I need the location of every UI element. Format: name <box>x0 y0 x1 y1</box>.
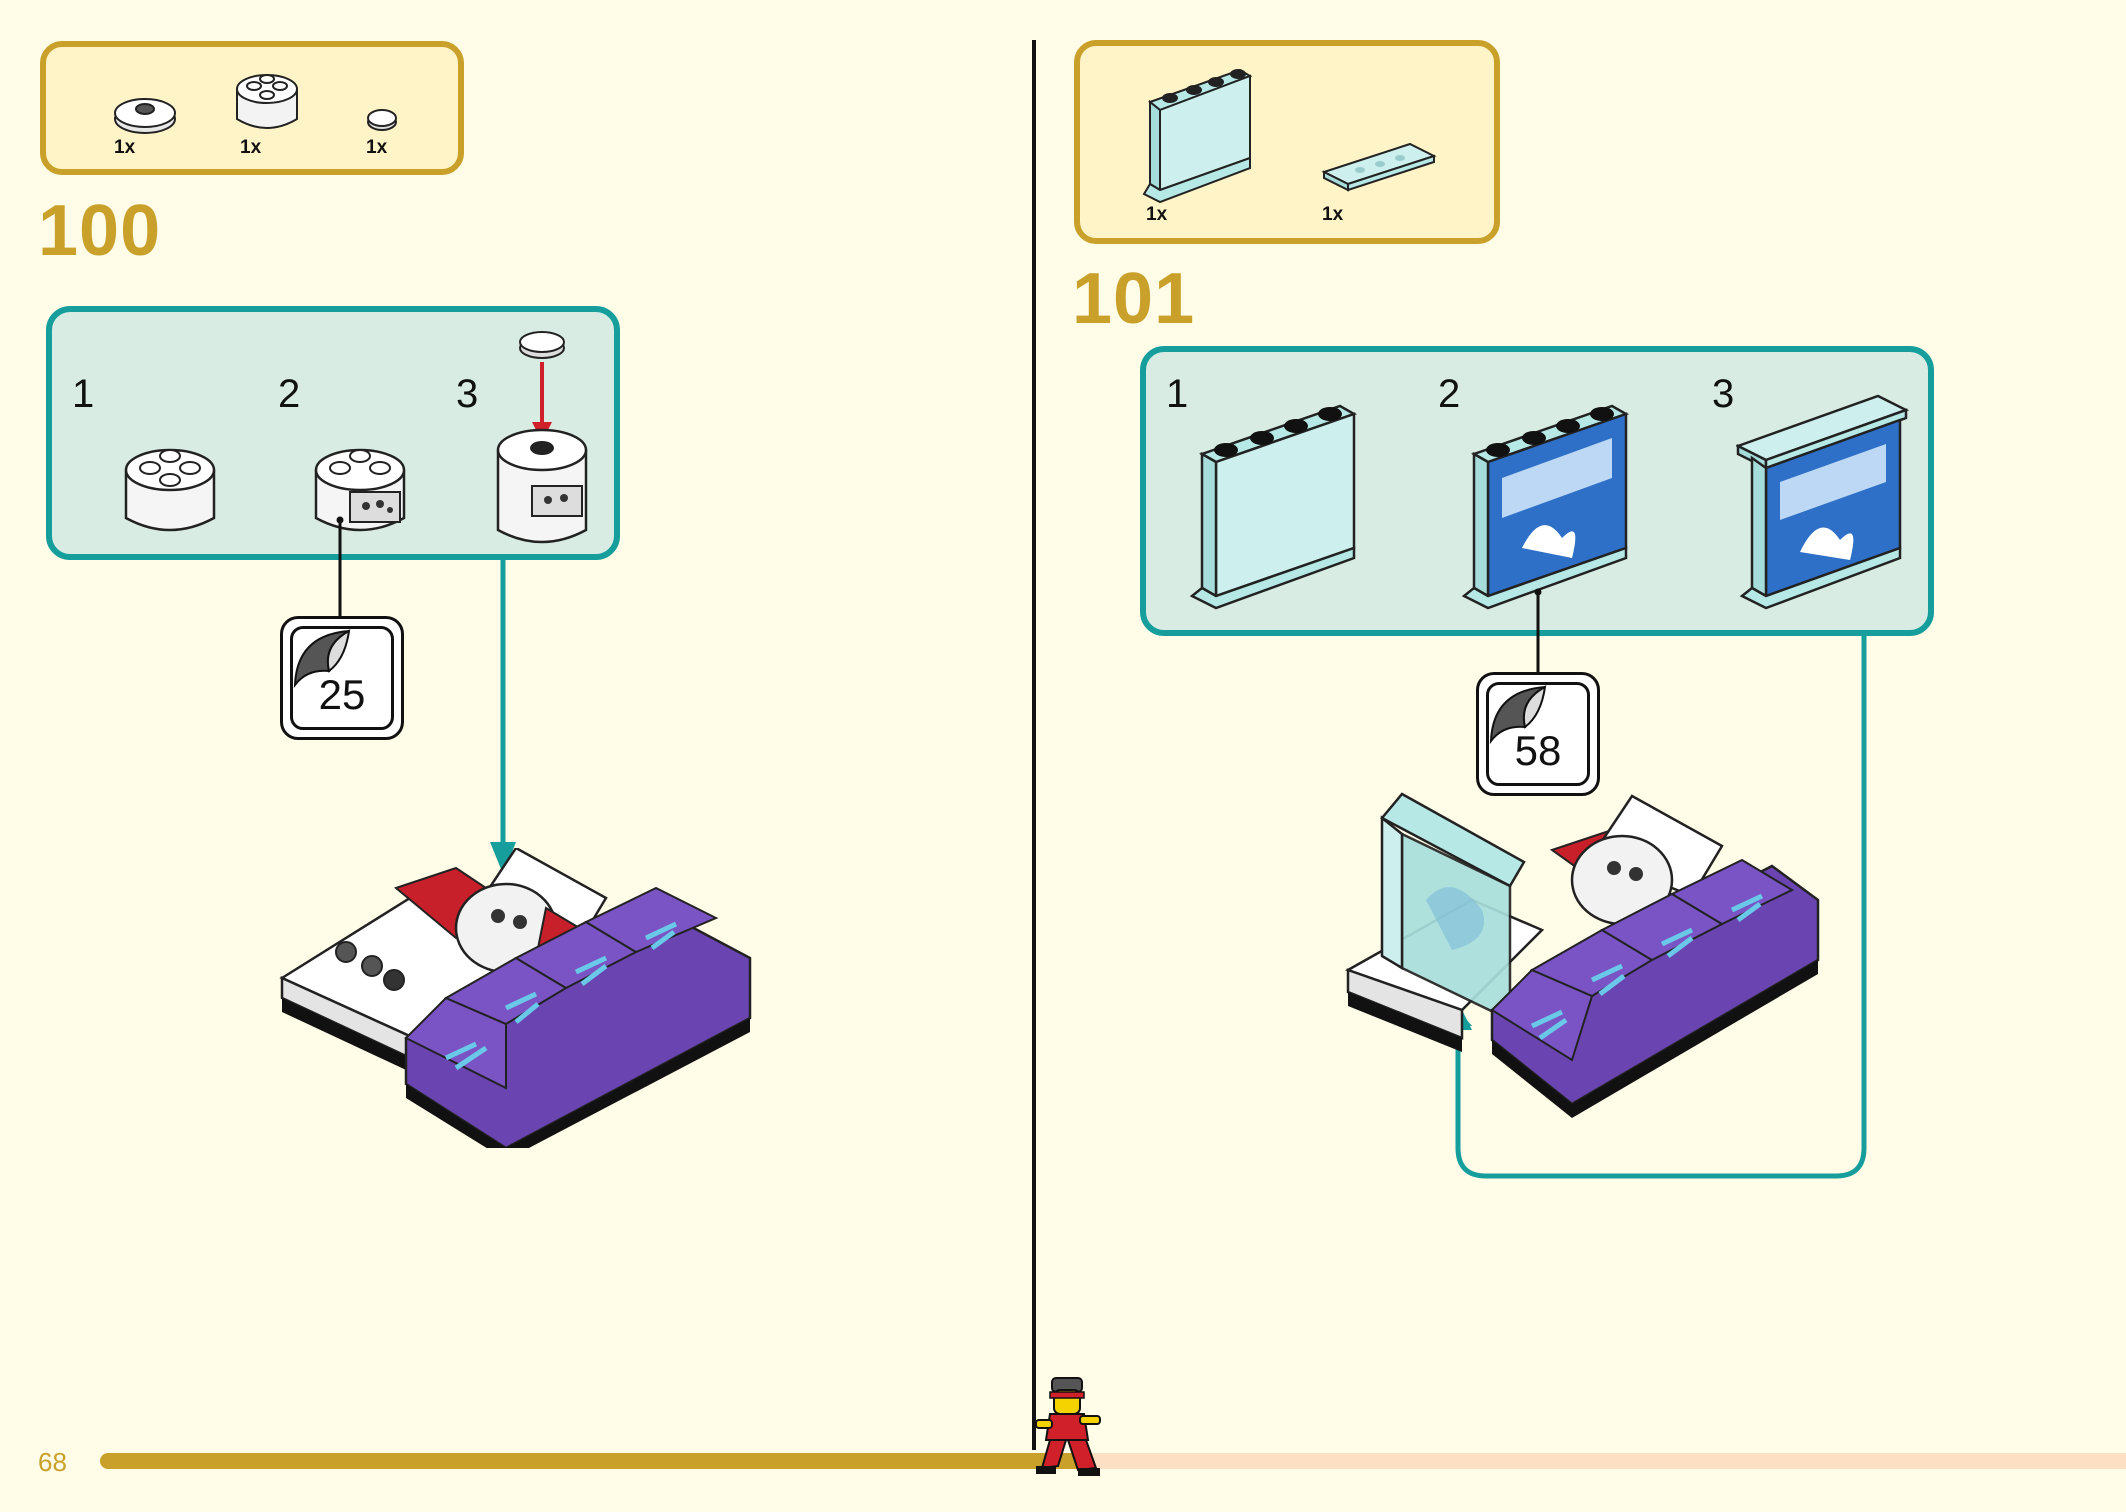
sticker-leader-line <box>1534 588 1542 672</box>
sticker-peel-icon <box>293 629 351 689</box>
panel-with-plate-illustration <box>1736 394 1910 610</box>
parts-callout-step-100: 1x 1x 1x <box>40 41 464 175</box>
panel-with-sticker-illustration <box>1462 404 1630 610</box>
page-number: 68 <box>38 1447 67 1477</box>
part-qty: 1x <box>366 137 388 158</box>
progress-fill <box>100 1453 1093 1469</box>
page-divider <box>1032 40 1036 1450</box>
subassembly-callout-step-101: 1 2 3 <box>1140 346 1934 636</box>
panel-1x4x3-icon <box>1142 68 1253 204</box>
part-qty: 1x <box>1146 204 1168 225</box>
sticker-number: 58 <box>1514 727 1562 774</box>
substep-number: 2 <box>278 372 301 416</box>
round-brick-2x2-icon <box>236 74 298 129</box>
plate-1x4-icon <box>1321 142 1437 192</box>
substep-number: 2 <box>1438 372 1461 416</box>
sticker-peel-icon <box>1489 685 1547 745</box>
sticker-callout: 25 <box>280 616 404 740</box>
model-assembly-step-101 <box>1344 792 1820 1118</box>
substep-number: 3 <box>1712 372 1735 416</box>
minifigure-runner-icon <box>1035 1377 1101 1476</box>
placement-arrow <box>490 556 516 874</box>
progress-track <box>100 1453 2126 1469</box>
round-plate-2x2-icon <box>114 98 176 134</box>
step-number: 101 <box>1072 259 1196 339</box>
round-tile-1x1-icon <box>367 109 397 131</box>
substep-number: 3 <box>456 372 479 416</box>
sticker-callout: 58 <box>1476 672 1600 796</box>
sticker-number: 25 <box>318 671 366 718</box>
tile-placement-illustration <box>496 331 588 544</box>
round-brick-with-sticker-illustration <box>314 448 406 532</box>
part-qty: 1x <box>114 137 136 158</box>
step-number: 100 <box>38 191 162 271</box>
clear-panel-illustration <box>1190 404 1358 610</box>
substep-number: 1 <box>1166 372 1189 416</box>
parts-callout-step-101: 1x 1x <box>1074 40 1500 244</box>
part-qty: 1x <box>240 137 262 158</box>
sticker-leader-line <box>336 516 344 616</box>
subassembly-callout-step-100: 1 2 3 <box>46 306 620 560</box>
substep-number: 1 <box>72 372 95 416</box>
model-assembly-step-100 <box>279 848 752 1148</box>
round-brick-illustration <box>124 448 216 532</box>
part-qty: 1x <box>1322 204 1344 225</box>
